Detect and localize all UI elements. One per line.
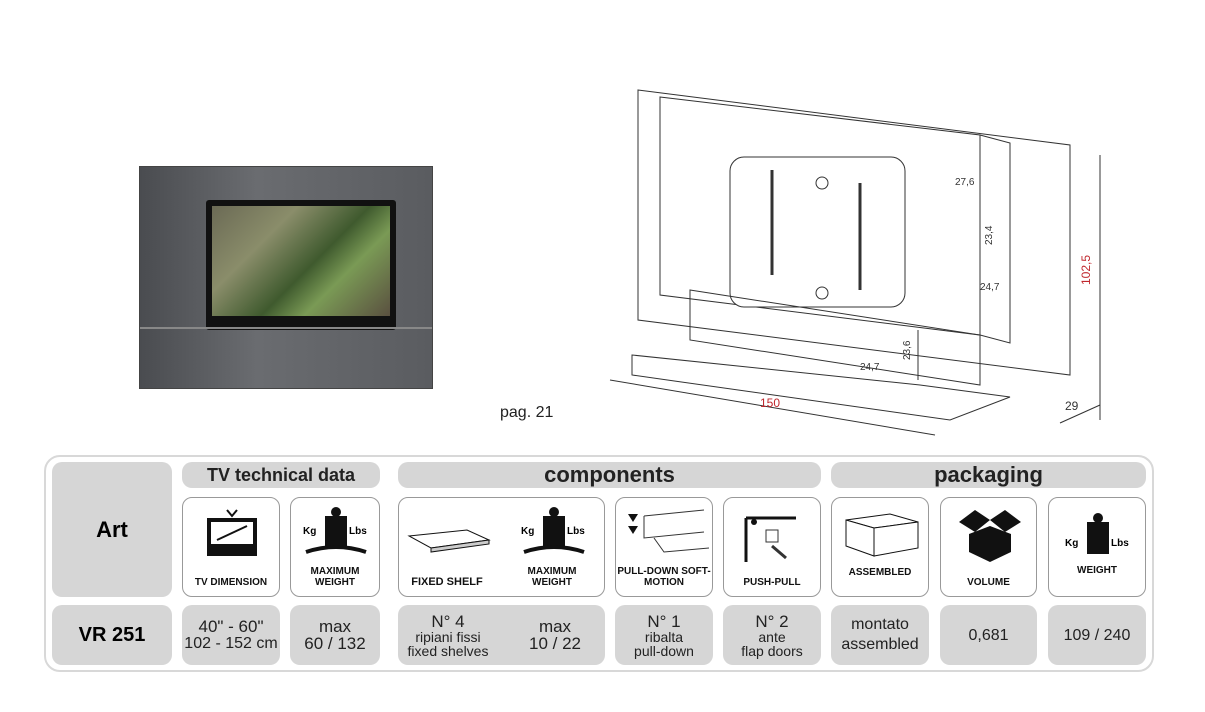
- svg-text:Lbs: Lbs: [349, 526, 367, 537]
- weight-icon: Kg Lbs: [1065, 513, 1129, 554]
- dim-width: 150: [760, 396, 780, 410]
- header-components: components: [398, 462, 821, 488]
- box-icon: [845, 513, 919, 557]
- pull-down-icon: [628, 509, 709, 553]
- dim-height: 102,5: [1079, 255, 1093, 285]
- dim-1: 27,6: [955, 177, 975, 188]
- open-box-icon: [959, 510, 1021, 562]
- dim-5: 24,7: [860, 362, 880, 373]
- svg-text:Kg: Kg: [1065, 538, 1078, 549]
- header-packaging: packaging: [831, 462, 1146, 488]
- push-pull-icon: [744, 516, 796, 562]
- components-shelf-cell: [398, 605, 605, 665]
- product-photo: [140, 167, 432, 388]
- art-label: Art: [52, 462, 172, 597]
- svg-text:Kg: Kg: [303, 526, 316, 537]
- weight-icon: Kg Lbs: [521, 507, 585, 554]
- tv-icon: [207, 509, 257, 556]
- tv-screen: [206, 200, 396, 330]
- pull-down-box: PULL-DOWN SOFT-MOTION: [615, 497, 713, 597]
- svg-text:Kg: Kg: [521, 526, 534, 537]
- header-tv: TV technical data: [182, 462, 380, 488]
- dim-3: 24,7: [980, 282, 1000, 293]
- assembled-box: ASSEMBLED: [831, 497, 929, 597]
- dim-2: 23,4: [984, 225, 995, 245]
- tv-dimension-value: 40" - 60"102 - 152 cm: [182, 605, 280, 665]
- dim-4: 23,6: [902, 340, 913, 360]
- svg-text:Lbs: Lbs: [567, 526, 585, 537]
- tv-dimension-box: TV DIMENSION: [182, 497, 280, 597]
- page-reference: pag. 21: [500, 404, 554, 421]
- push-pull-box: PUSH-PULL: [723, 497, 821, 597]
- volume-value: 0,681: [940, 605, 1037, 665]
- dim-depth: 29: [1065, 399, 1079, 413]
- art-value: VR 251: [52, 605, 172, 665]
- weight-value: 109 / 240: [1048, 605, 1146, 665]
- volume-box: VOLUME: [940, 497, 1037, 597]
- technical-drawing: 150 102,5 29 27,6 23,4 24,7 23,6 24,7: [609, 89, 1101, 436]
- svg-text:Lbs: Lbs: [1111, 538, 1129, 549]
- weight-icon: Kg Lbs: [303, 507, 367, 554]
- shelf-icon: [407, 529, 491, 553]
- spec-table: [44, 455, 1154, 672]
